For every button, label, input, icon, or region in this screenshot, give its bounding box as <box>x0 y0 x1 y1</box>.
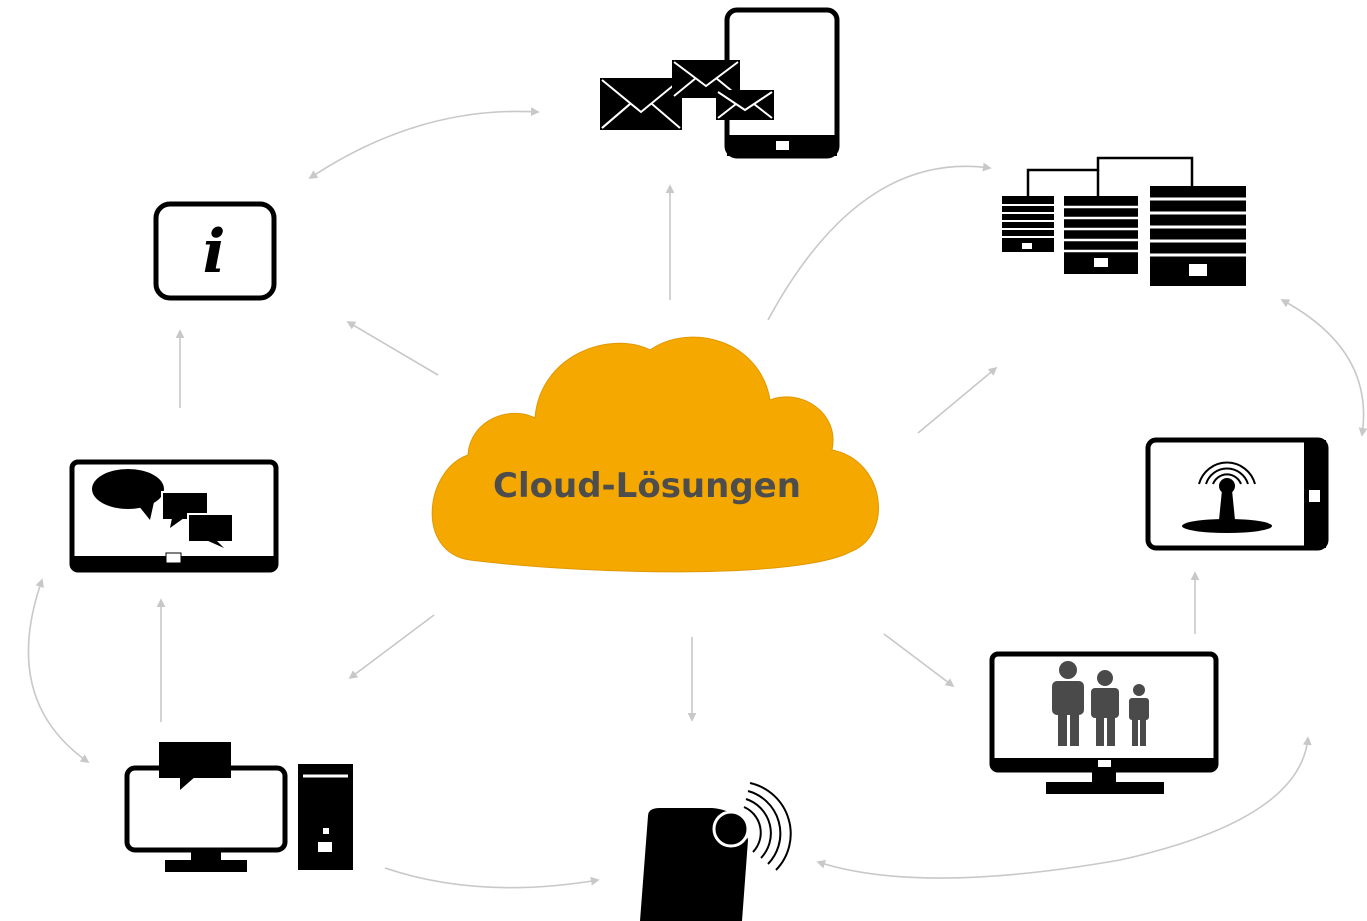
people-monitor-icon <box>989 651 1219 794</box>
arrow-chat-desktop-curve <box>27 578 90 764</box>
cloud-label: Cloud-Lösungen <box>493 466 801 506</box>
info-glyph: i <box>203 217 226 287</box>
cloud-shape: Cloud-Lösungen <box>431 336 879 573</box>
tower-icon <box>298 764 353 870</box>
rfid-reader-icon <box>640 782 792 921</box>
arrow-cloud-to-info <box>346 321 439 376</box>
chat-monitor-icon <box>69 459 279 573</box>
arrow-people-rfid-curve <box>816 736 1312 879</box>
arrow-cloud-to-people <box>883 633 955 688</box>
people-icon <box>1052 661 1149 746</box>
envelope-icon <box>600 78 682 130</box>
envelope-icon <box>716 90 774 120</box>
chat-bubbles-icon <box>92 469 234 548</box>
tablet-antenna-icon <box>1145 437 1329 551</box>
info-icon: i <box>153 201 277 301</box>
arrow-cloud-to-tablet-right <box>917 366 998 434</box>
server-rack-icon <box>1002 156 1246 286</box>
arrow-info-mail-curve <box>308 107 540 179</box>
arrow-cloud-to-server-curve <box>767 162 992 321</box>
desktop-computer-icon <box>124 742 353 872</box>
mail-tablet-icon <box>600 7 840 159</box>
speech-bubble-icon <box>159 742 231 790</box>
arrow-cloud-to-desktop <box>348 614 435 680</box>
arrow-desktop-to-rfid-curve <box>384 867 600 889</box>
connection-arrows <box>27 107 1367 889</box>
arrow-server-tablet-curve <box>1280 299 1367 437</box>
